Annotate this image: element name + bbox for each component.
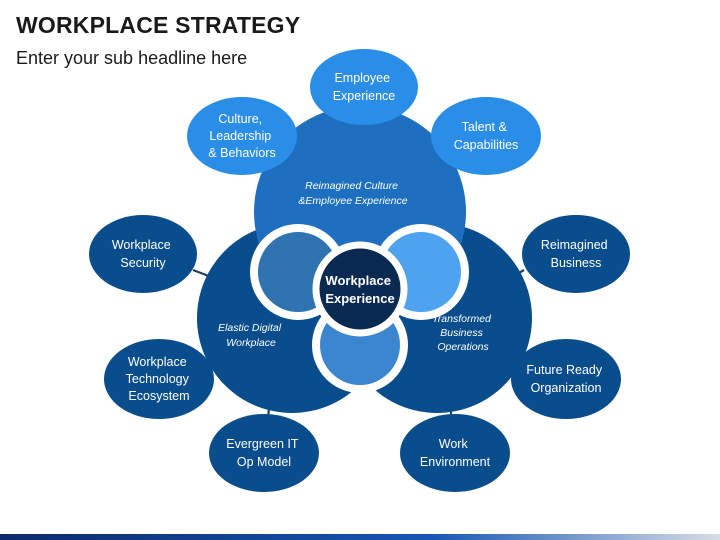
svg-text:Future Ready Organizatio: Future Ready Organization bbox=[526, 363, 605, 395]
footer-bar bbox=[0, 534, 720, 540]
svg-text:Reimagined Business: Reimagined Business bbox=[541, 238, 611, 270]
center-label: Workplace Experience bbox=[325, 273, 394, 306]
node-work-environment: Work Environment bbox=[400, 414, 510, 492]
svg-text:Evergreen IT Op Model: Evergreen IT Op Model bbox=[226, 437, 302, 469]
venn bbox=[197, 106, 532, 413]
right-circle-label: Transformed Business Operations bbox=[432, 313, 494, 353]
node-employee-experience: Employee Experience bbox=[310, 49, 418, 125]
node-culture-leadership: Culture, Leadership & Behaviors bbox=[187, 97, 297, 175]
top-circle-label: Reimagined Culture &Employee Experience bbox=[298, 180, 407, 207]
svg-text:Work Environment: Work Environment bbox=[420, 437, 491, 469]
page-subtitle: Enter your sub headline here bbox=[16, 48, 248, 68]
page-title: WORKPLACE STRATEGY bbox=[16, 12, 301, 38]
node-workplace-security: Workplace Security bbox=[89, 215, 197, 293]
svg-text:Talent & Capabilities: Talent & Capabilities bbox=[454, 120, 519, 152]
node-evergreen-it: Evergreen IT Op Model bbox=[209, 414, 319, 492]
svg-text:Employee Experience: Employee Experience bbox=[333, 71, 396, 103]
node-reimagined-business: Reimagined Business bbox=[522, 215, 630, 293]
left-circle-label: Elastic Digital Workplace bbox=[218, 322, 284, 349]
svg-text:Workplace Security: Workplace Security bbox=[112, 238, 174, 270]
node-talent-capabilities: Talent & Capabilities bbox=[431, 97, 541, 175]
svg-text:Culture, Leadership: Culture, Leadership & Behaviors bbox=[208, 112, 275, 160]
node-workplace-technology: Workplace Technology Ecosystem bbox=[104, 339, 214, 419]
svg-text:Workplace Technology: Workplace Technology Ecosystem bbox=[126, 355, 193, 403]
node-future-ready: Future Ready Organization bbox=[511, 339, 621, 419]
center-circle bbox=[312, 241, 408, 337]
